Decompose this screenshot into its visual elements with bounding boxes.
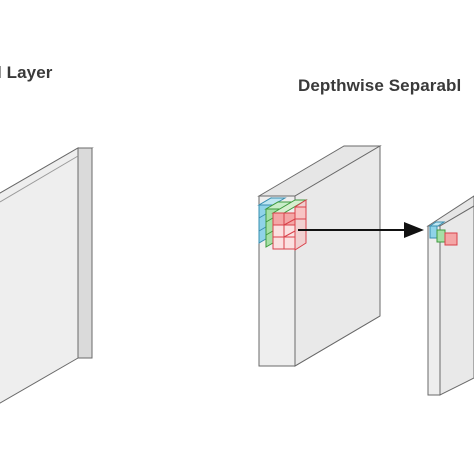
depthwise-separable-title: Depthwise Separabl [298, 76, 462, 95]
depthwise-kernel [257, 197, 308, 251]
standard-block-edge [77, 147, 93, 359]
depthwise-input-block [257, 145, 382, 367]
depthwise-output-block [426, 195, 474, 396]
output-block-front [427, 225, 441, 396]
kernel-channel-red [272, 206, 307, 250]
output-kernel-cells [428, 221, 458, 246]
standard-layer-title: l Layer [0, 63, 53, 82]
standard-block-face [0, 147, 79, 404]
output-block-side [439, 205, 474, 396]
standard-conv-block [0, 147, 94, 404]
